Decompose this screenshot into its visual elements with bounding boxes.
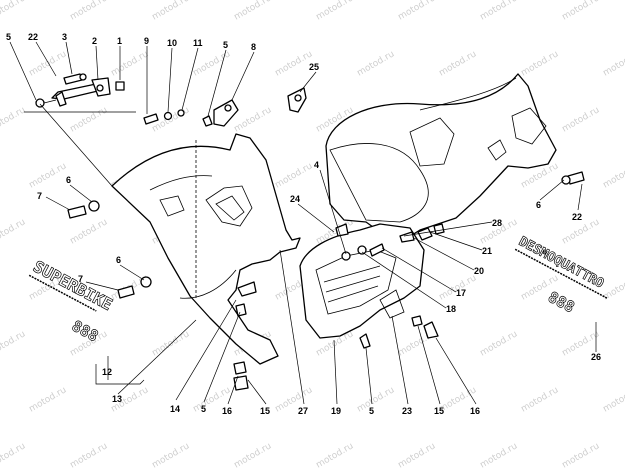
watermark-text: motod.ru — [520, 385, 561, 414]
watermark-text: motod.ru — [479, 441, 520, 468]
watermark-text: motod.ru — [356, 385, 397, 414]
callout-label: 14 — [170, 404, 180, 414]
callout-label: 10 — [167, 38, 177, 48]
mounting-bracket-assembly — [24, 73, 136, 113]
callout-label: 5 — [223, 40, 228, 50]
watermark-text: motod.ru — [561, 105, 602, 134]
belly-pan-hardware — [233, 223, 445, 391]
callout-label: 16 — [222, 406, 232, 416]
watermark-text: motod.ru — [233, 105, 274, 134]
callout-label: 6 — [66, 175, 71, 185]
watermark-text: motod.ru — [479, 329, 520, 358]
callout-label: 22 — [28, 32, 38, 42]
callout-label: 20 — [474, 266, 484, 276]
watermark-text: motod.ru — [151, 0, 192, 23]
callout-label: 6 — [536, 200, 541, 210]
callout-label: 5 — [201, 404, 206, 414]
watermark-text: motod.ru — [315, 441, 356, 468]
watermark-text: motod.ru — [274, 385, 315, 414]
callout-label: 16 — [470, 406, 480, 416]
callout-labels: 5 22 3 2 1 9 10 11 5 8 25 6 7 6 7 4 24 2… — [6, 32, 601, 416]
watermark-text: motod.ru — [28, 161, 69, 190]
callout-label: 22 — [572, 212, 582, 222]
watermark-text: motod.ru — [69, 0, 110, 23]
watermark-text: motod.ru — [274, 161, 315, 190]
watermark-text: motod.ru — [110, 49, 151, 78]
callout-label: 24 — [290, 194, 300, 204]
callout-label: 11 — [193, 38, 203, 48]
right-decal-model: 888 — [545, 288, 577, 317]
watermark-text: motod.ru — [192, 49, 233, 78]
watermark-text: motod.ru — [28, 49, 69, 78]
watermark-text: motod.ru — [356, 49, 397, 78]
watermark-text: motod.ru — [69, 217, 110, 246]
callout-label: 18 — [446, 304, 456, 314]
callout-label: 27 — [298, 406, 308, 416]
callout-label: 2 — [92, 36, 97, 46]
callout-label: 26 — [591, 352, 601, 362]
side-fasteners — [67, 171, 585, 299]
watermark-text: motod.ru — [315, 0, 356, 23]
watermark-text: motod.ru — [561, 0, 602, 23]
callout-label: 4 — [314, 160, 319, 170]
watermark-text: motod.ru — [0, 329, 27, 358]
left-fairing-half — [111, 133, 301, 365]
watermark-text: motod.ru — [602, 385, 625, 414]
callout-label: 7 — [78, 274, 83, 284]
watermark-text: motod.ru — [561, 441, 602, 468]
callout-label: 5 — [6, 32, 11, 42]
watermark-text: motod.ru — [438, 49, 479, 78]
watermark-text: motod.ru — [602, 49, 625, 78]
watermark-text: motod.ru — [0, 441, 27, 468]
callout-label: 17 — [456, 288, 466, 298]
callout-label: 7 — [37, 191, 42, 201]
watermark-text: motod.ru — [479, 0, 520, 23]
watermark-text: motod.ru — [233, 441, 274, 468]
callout-label: 12 — [102, 367, 112, 377]
lower-belly-pan — [299, 223, 425, 339]
watermark-text: motod.ru — [0, 0, 27, 23]
watermark-text: motod.ru — [397, 441, 438, 468]
right-fairing-half — [325, 73, 557, 241]
callout-label: 23 — [402, 406, 412, 416]
callout-label: 15 — [434, 406, 444, 416]
callout-label: 25 — [309, 62, 319, 72]
watermark-text: motod.ru — [0, 217, 27, 246]
watermark-text: motod.ru — [69, 441, 110, 468]
watermark-text: motod.ru — [151, 441, 192, 468]
callout-label: 1 — [117, 36, 122, 46]
callout-label: 28 — [492, 218, 502, 228]
watermark-text: motod.ru — [28, 385, 69, 414]
callout-label: 15 — [260, 406, 270, 416]
leader-lines — [9, 41, 597, 405]
callout-label: 3 — [62, 32, 67, 42]
callout-label: 5 — [369, 406, 374, 416]
callout-label: 9 — [144, 36, 149, 46]
watermark-text: motod.ru — [233, 0, 274, 23]
screw-washer-set — [143, 99, 239, 127]
callout-label: 6 — [116, 255, 121, 265]
callout-label: 8 — [251, 42, 256, 52]
watermark-text: motod.ru — [602, 161, 625, 190]
watermark-text: motod.ru — [520, 49, 561, 78]
watermark-text: motod.ru — [397, 0, 438, 23]
callout-label: 21 — [482, 246, 492, 256]
callout-label: 19 — [331, 406, 341, 416]
watermark-text: motod.ru — [69, 105, 110, 134]
right-decal-brand: DESMOQUATTRO — [516, 234, 606, 291]
watermark-text: motod.ru — [0, 105, 27, 134]
callout-label: 13 — [112, 394, 122, 404]
